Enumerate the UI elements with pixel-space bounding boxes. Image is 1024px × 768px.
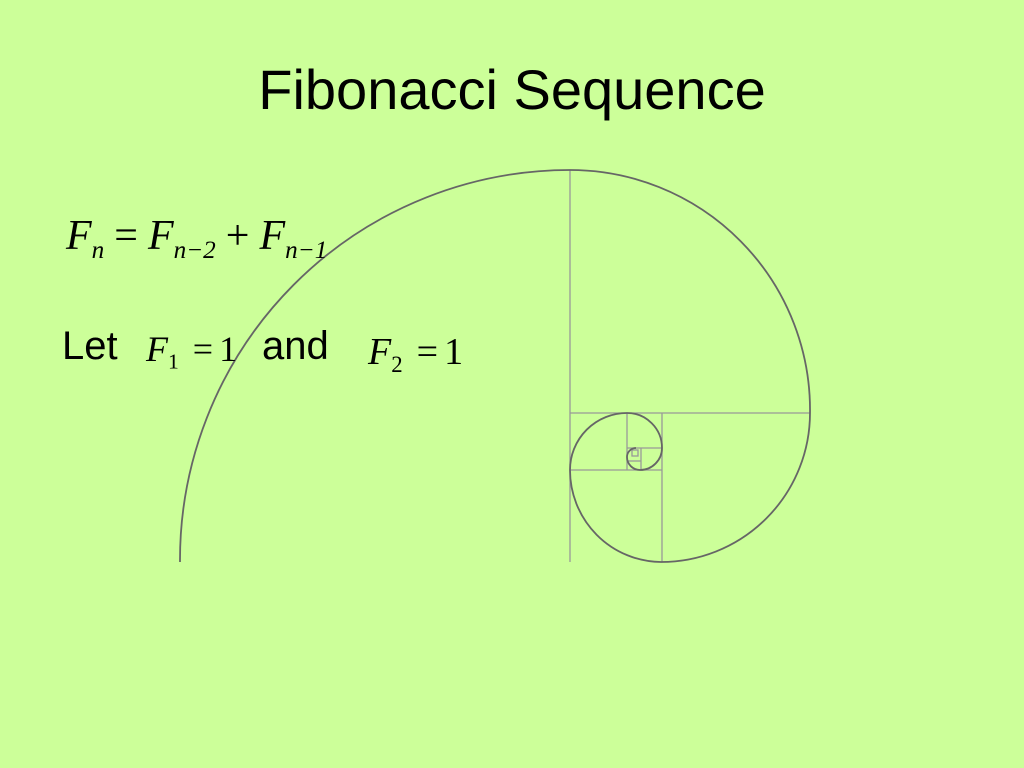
symbol-f: F [259, 213, 286, 259]
symbol-f: F [146, 329, 168, 369]
spiral-curve [179, 169, 811, 563]
symbol-f: F [66, 213, 92, 259]
let-label: Let [62, 324, 118, 368]
subscript: n [91, 236, 105, 264]
value: 1 [444, 331, 464, 373]
equals-sign: = [114, 213, 138, 259]
symbol-f: F [368, 331, 392, 373]
subscript: n−1 [285, 236, 328, 264]
value: 1 [219, 329, 238, 369]
equals-sign: = [192, 329, 214, 369]
subscript: n−2 [173, 236, 216, 264]
equals-sign: = [416, 331, 439, 373]
subscript: 2 [391, 351, 403, 377]
square-smallest [631, 449, 639, 457]
symbol-f: F [147, 213, 174, 259]
recurrence-formula: Fn=Fn−2+Fn−1 [66, 212, 327, 265]
slide-title: Fibonacci Sequence [258, 58, 766, 121]
fibonacci-squares [569, 170, 810, 562]
and-label: and [262, 324, 329, 368]
plus-sign: + [225, 213, 250, 259]
initial-condition-f1: F1=1 [146, 328, 237, 375]
initial-condition-f2: F2 =1 [368, 330, 463, 378]
subscript: 1 [168, 349, 179, 374]
